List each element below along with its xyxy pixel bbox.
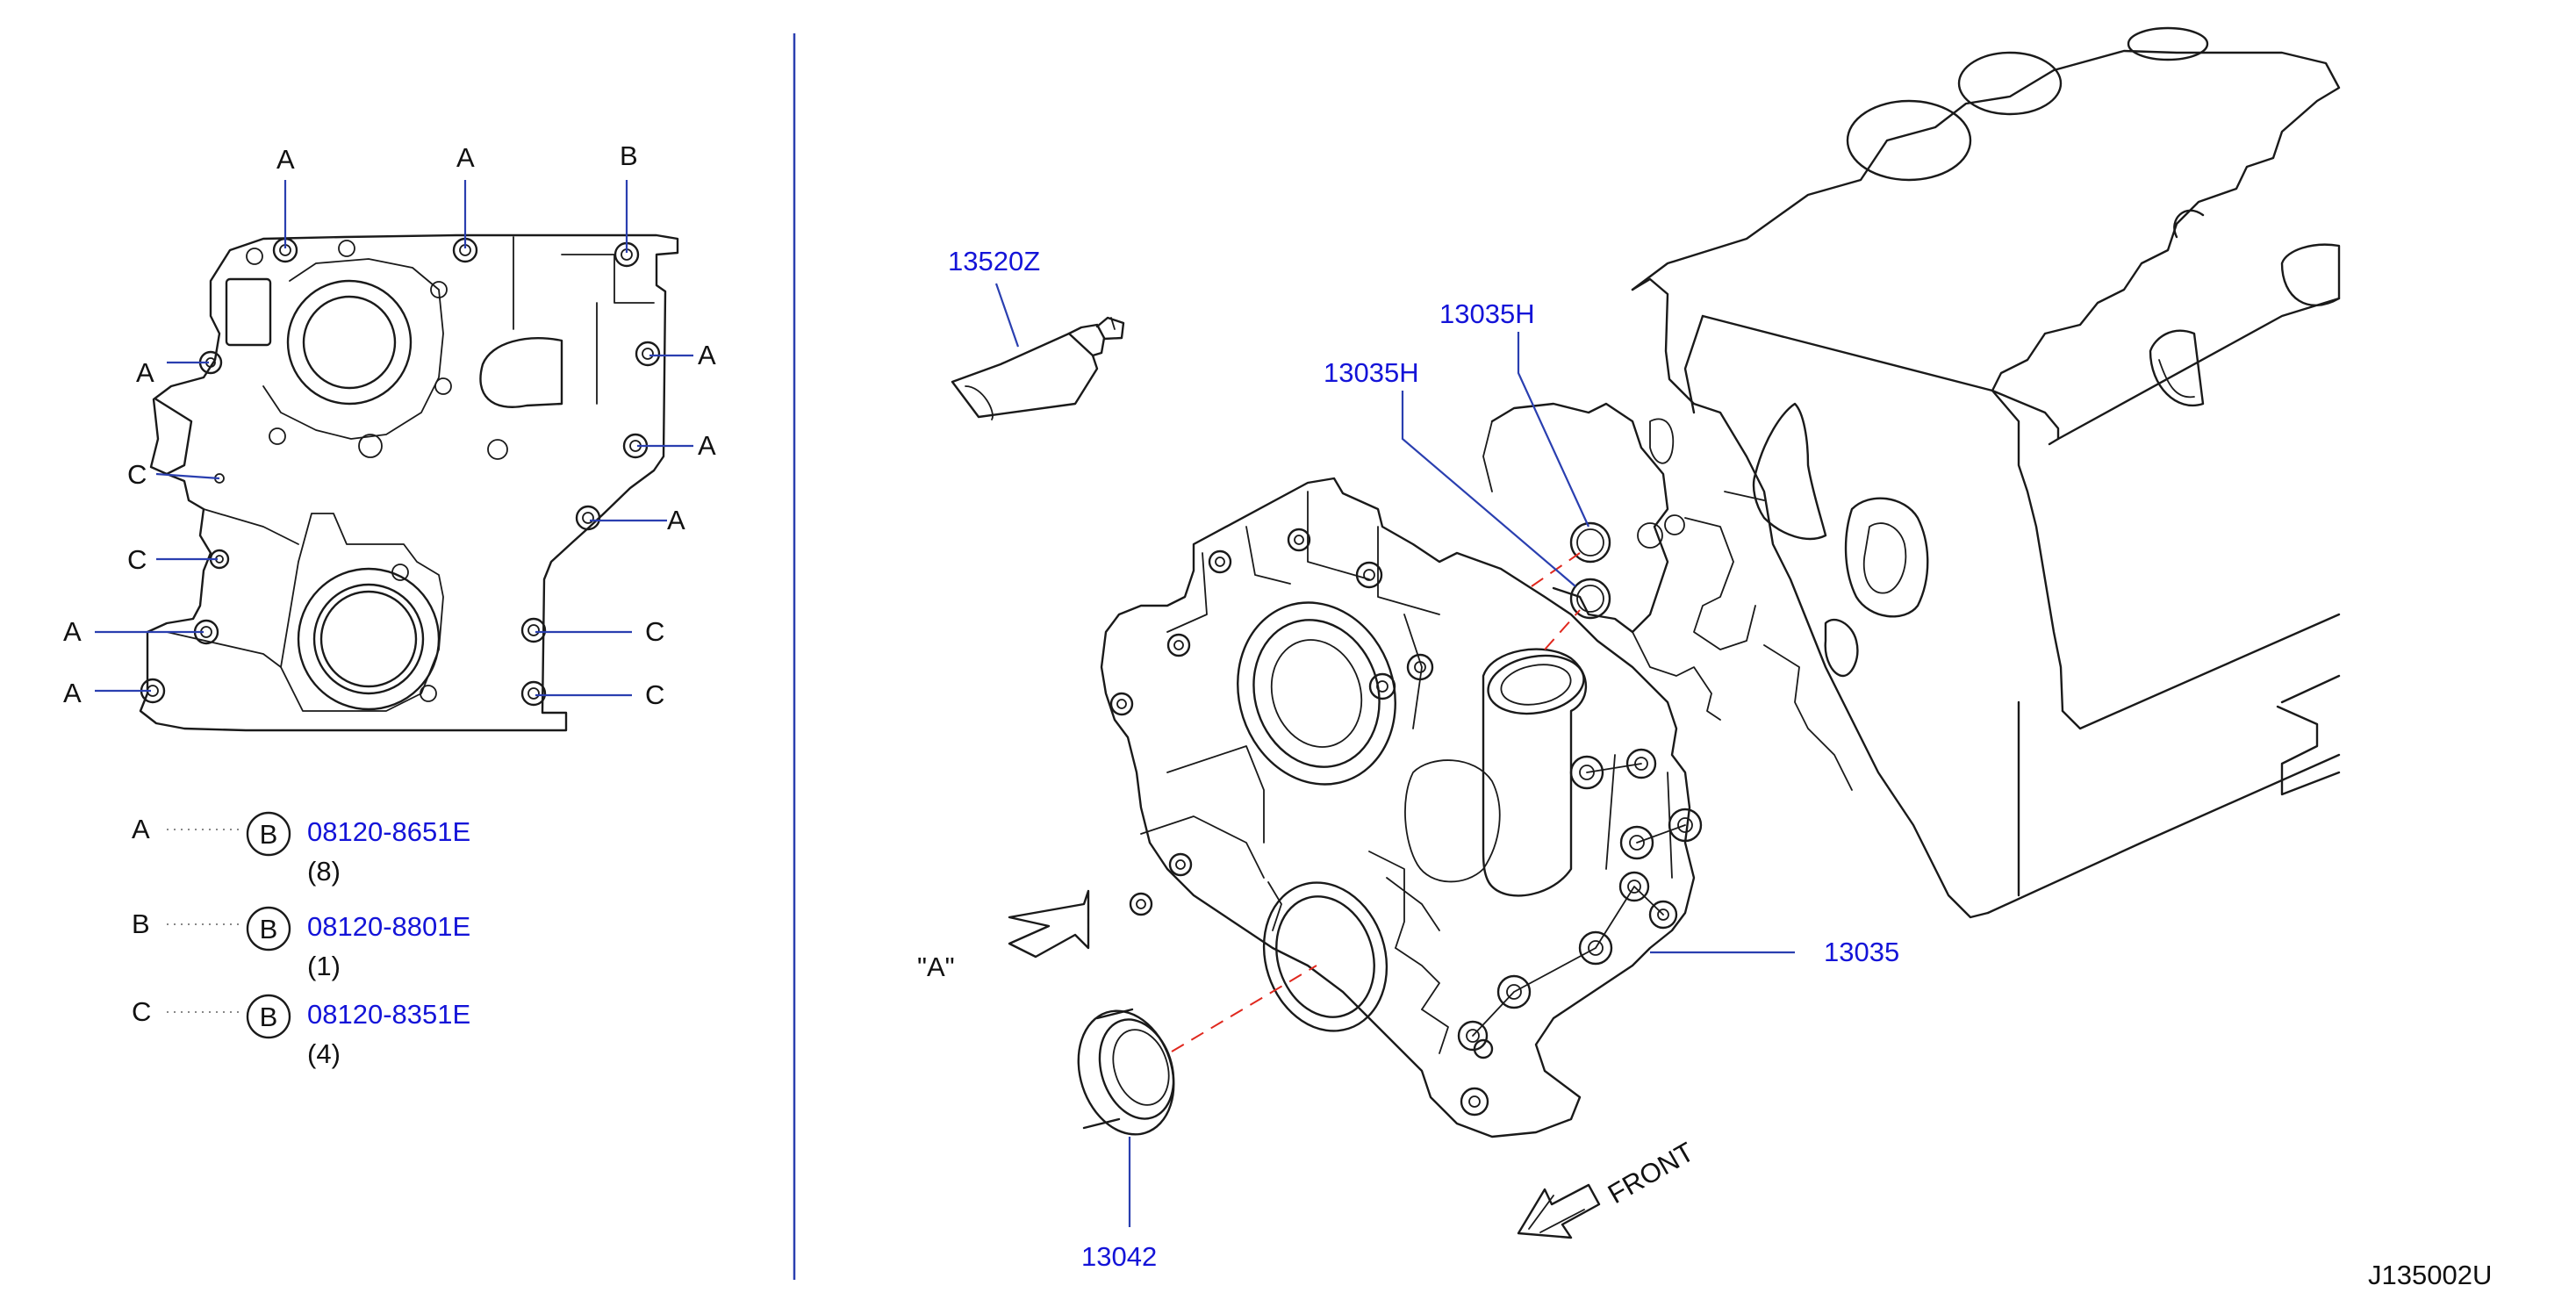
- front-cover-outline: [139, 233, 679, 732]
- cam-bulge: [479, 337, 563, 408]
- upper-boss-outline: [262, 258, 444, 440]
- leader-o-ring-lower: [1401, 391, 1576, 587]
- legend-part-link[interactable]: 08120-8651E: [307, 816, 470, 847]
- sealant-tube: [951, 316, 1125, 420]
- callout-left-c-middle[interactable]: C: [127, 544, 147, 575]
- front-direction-arrow-icon: [1517, 1183, 1601, 1239]
- legend-qty: (4): [307, 1038, 341, 1069]
- crank-seal-bore-outer: [297, 567, 441, 711]
- view-a-label: "A": [917, 952, 955, 982]
- part-label-timing-cover[interactable]: 13035: [1824, 937, 1899, 967]
- rib-2: [561, 254, 655, 304]
- lower-rib-1: [203, 508, 299, 545]
- leader-sealant: [994, 283, 1020, 348]
- part-label-sealant[interactable]: 13520Z: [948, 246, 1040, 276]
- oil-pump-boss: [280, 513, 444, 712]
- callout-top-middle[interactable]: A: [456, 142, 475, 173]
- cover-window: [225, 277, 272, 347]
- bolt-badge-icon: [246, 994, 291, 1039]
- mating-face: [1482, 402, 1721, 721]
- assembly-line-oil-seal: [1171, 965, 1317, 1052]
- callout-top-left[interactable]: A: [276, 144, 295, 175]
- legend-part-link[interactable]: 08120-8801E: [307, 911, 470, 942]
- callout-right-c-upper[interactable]: C: [645, 616, 664, 647]
- legend-badge: B: [260, 914, 278, 944]
- assembly-line-o-ring-lower: [1544, 609, 1581, 650]
- upper-seal-bore-inner: [302, 295, 397, 390]
- part-label-front-oil-seal[interactable]: 13042: [1081, 1241, 1157, 1272]
- callout-left-c-upper[interactable]: C: [127, 459, 147, 490]
- view-a-arrow-icon: [1008, 889, 1090, 959]
- callout-left-upper[interactable]: A: [136, 357, 154, 388]
- legend-part-link[interactable]: 08120-8351E: [307, 999, 470, 1030]
- legend-badge: B: [260, 1002, 278, 1032]
- left-arm: [154, 398, 193, 476]
- legend-qty: (1): [307, 951, 341, 981]
- legend-qty: (8): [307, 856, 341, 887]
- lower-rib-2: [166, 631, 282, 668]
- diagram-code: J135002U: [2368, 1260, 2492, 1290]
- callout-right-middle[interactable]: A: [698, 430, 716, 461]
- legend-row-b: B B 08120-8801E (1): [132, 906, 470, 981]
- legend-badge: B: [260, 819, 278, 850]
- front-arrow-hatch: [1528, 1195, 1585, 1233]
- upper-seal-bore-outer: [286, 279, 413, 406]
- exploded-view: [951, 26, 2341, 1239]
- o-rings: [1569, 521, 1611, 620]
- legend-row-c: C B 08120-8351E (4): [132, 994, 470, 1069]
- bolt-location-view: A A B A A A C A C A C A C: [63, 140, 716, 732]
- bolt-badge-icon: [246, 811, 291, 857]
- legend-row-a: A B 08120-8651E (8): [132, 811, 470, 887]
- callout-left-a-bottom[interactable]: A: [63, 678, 82, 708]
- bolt-leaders: [95, 180, 693, 697]
- front-direction-label: FRONT: [1603, 1136, 1699, 1210]
- crank-seal-bore-mid: [312, 583, 425, 695]
- part-label-o-ring-lower[interactable]: 13035H: [1324, 357, 1419, 388]
- legend-letter: A: [132, 814, 150, 844]
- callout-right-c-lower[interactable]: C: [645, 679, 664, 710]
- engine-block: [1631, 26, 2341, 919]
- front-oil-seal: [1077, 1008, 1175, 1136]
- callout-right-upper[interactable]: A: [698, 340, 716, 370]
- part-label-o-ring-upper[interactable]: 13035H: [1439, 298, 1535, 329]
- crank-seal-bore-inner: [319, 590, 418, 688]
- legend-letter: B: [132, 908, 150, 939]
- leader-o-ring-upper: [1517, 332, 1590, 528]
- callout-left-a-lower[interactable]: A: [63, 616, 82, 647]
- callout-top-right[interactable]: B: [620, 140, 638, 171]
- legend-letter: C: [132, 996, 151, 1027]
- bolt-legend: A B 08120-8651E (8) B B 08120-8801E (1) …: [132, 811, 470, 1069]
- timing-cover: [1100, 477, 1703, 1138]
- callout-right-lower-a[interactable]: A: [667, 505, 685, 535]
- bolt-badge-icon: [246, 906, 291, 952]
